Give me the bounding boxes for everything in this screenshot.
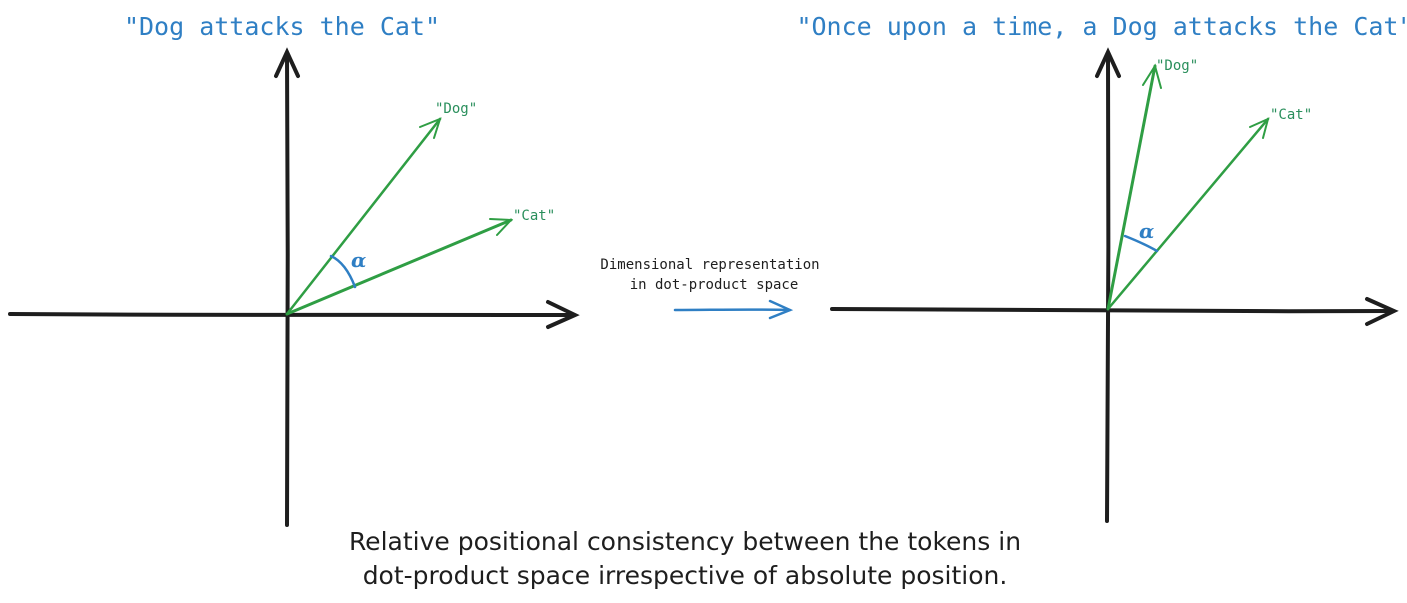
- left-x-arrowhead: [546, 300, 580, 329]
- left-cat-label: "Cat": [513, 208, 555, 224]
- transition-line-2: in dot-product space: [630, 277, 799, 293]
- left-dog-vector: [285, 117, 442, 316]
- left-dog-label: "Dog": [435, 101, 477, 117]
- transition-line-1: Dimensional representation: [600, 257, 819, 273]
- left-cat-arrowhead: [489, 218, 514, 236]
- left-x-axis: [8, 312, 576, 318]
- left-title: "Dog attacks the Cat": [124, 12, 440, 41]
- right-title: "Once upon a time, a Dog attacks the Cat…: [796, 12, 1407, 41]
- left-vectors: [285, 117, 514, 316]
- right-cat-vector: [1106, 117, 1270, 311]
- left-y-arrowhead: [274, 47, 300, 78]
- right-cat-label: "Cat": [1270, 107, 1312, 123]
- left-y-axis: [285, 51, 290, 527]
- transition: Dimensional representation in dot-produc…: [600, 257, 820, 320]
- right-dog-label: "Dog": [1156, 58, 1198, 74]
- left-panel: "Dog attacks the Cat" "Dog" "Cat" α: [8, 12, 580, 527]
- left-angle-arc: [329, 254, 357, 289]
- caption-line-2: dot-product space irrespective of absolu…: [363, 561, 1008, 590]
- right-dog-vector: [1106, 64, 1157, 311]
- right-panel: "Once upon a time, a Dog attacks the Cat…: [796, 12, 1407, 523]
- right-x-axis: [830, 307, 1395, 314]
- right-angle-label: α: [1139, 219, 1154, 243]
- right-vectors: [1106, 63, 1270, 311]
- caption: Relative positional consistency between …: [349, 527, 1021, 590]
- right-dog-arrowhead: [1142, 63, 1162, 89]
- left-angle-label: α: [351, 248, 366, 272]
- right-axes: [830, 47, 1399, 523]
- right-y-arrowhead: [1095, 47, 1121, 78]
- left-axes: [8, 47, 580, 527]
- transition-arrow: [673, 299, 794, 320]
- right-y-axis: [1105, 51, 1111, 523]
- caption-line-1: Relative positional consistency between …: [349, 527, 1021, 556]
- left-cat-vector: [285, 218, 513, 316]
- left-dog-arrowhead: [419, 117, 442, 139]
- right-x-arrowhead: [1365, 297, 1399, 326]
- right-angle-arc: [1123, 234, 1159, 253]
- transition-arrow-head: [768, 299, 794, 320]
- right-cat-arrowhead: [1249, 117, 1270, 139]
